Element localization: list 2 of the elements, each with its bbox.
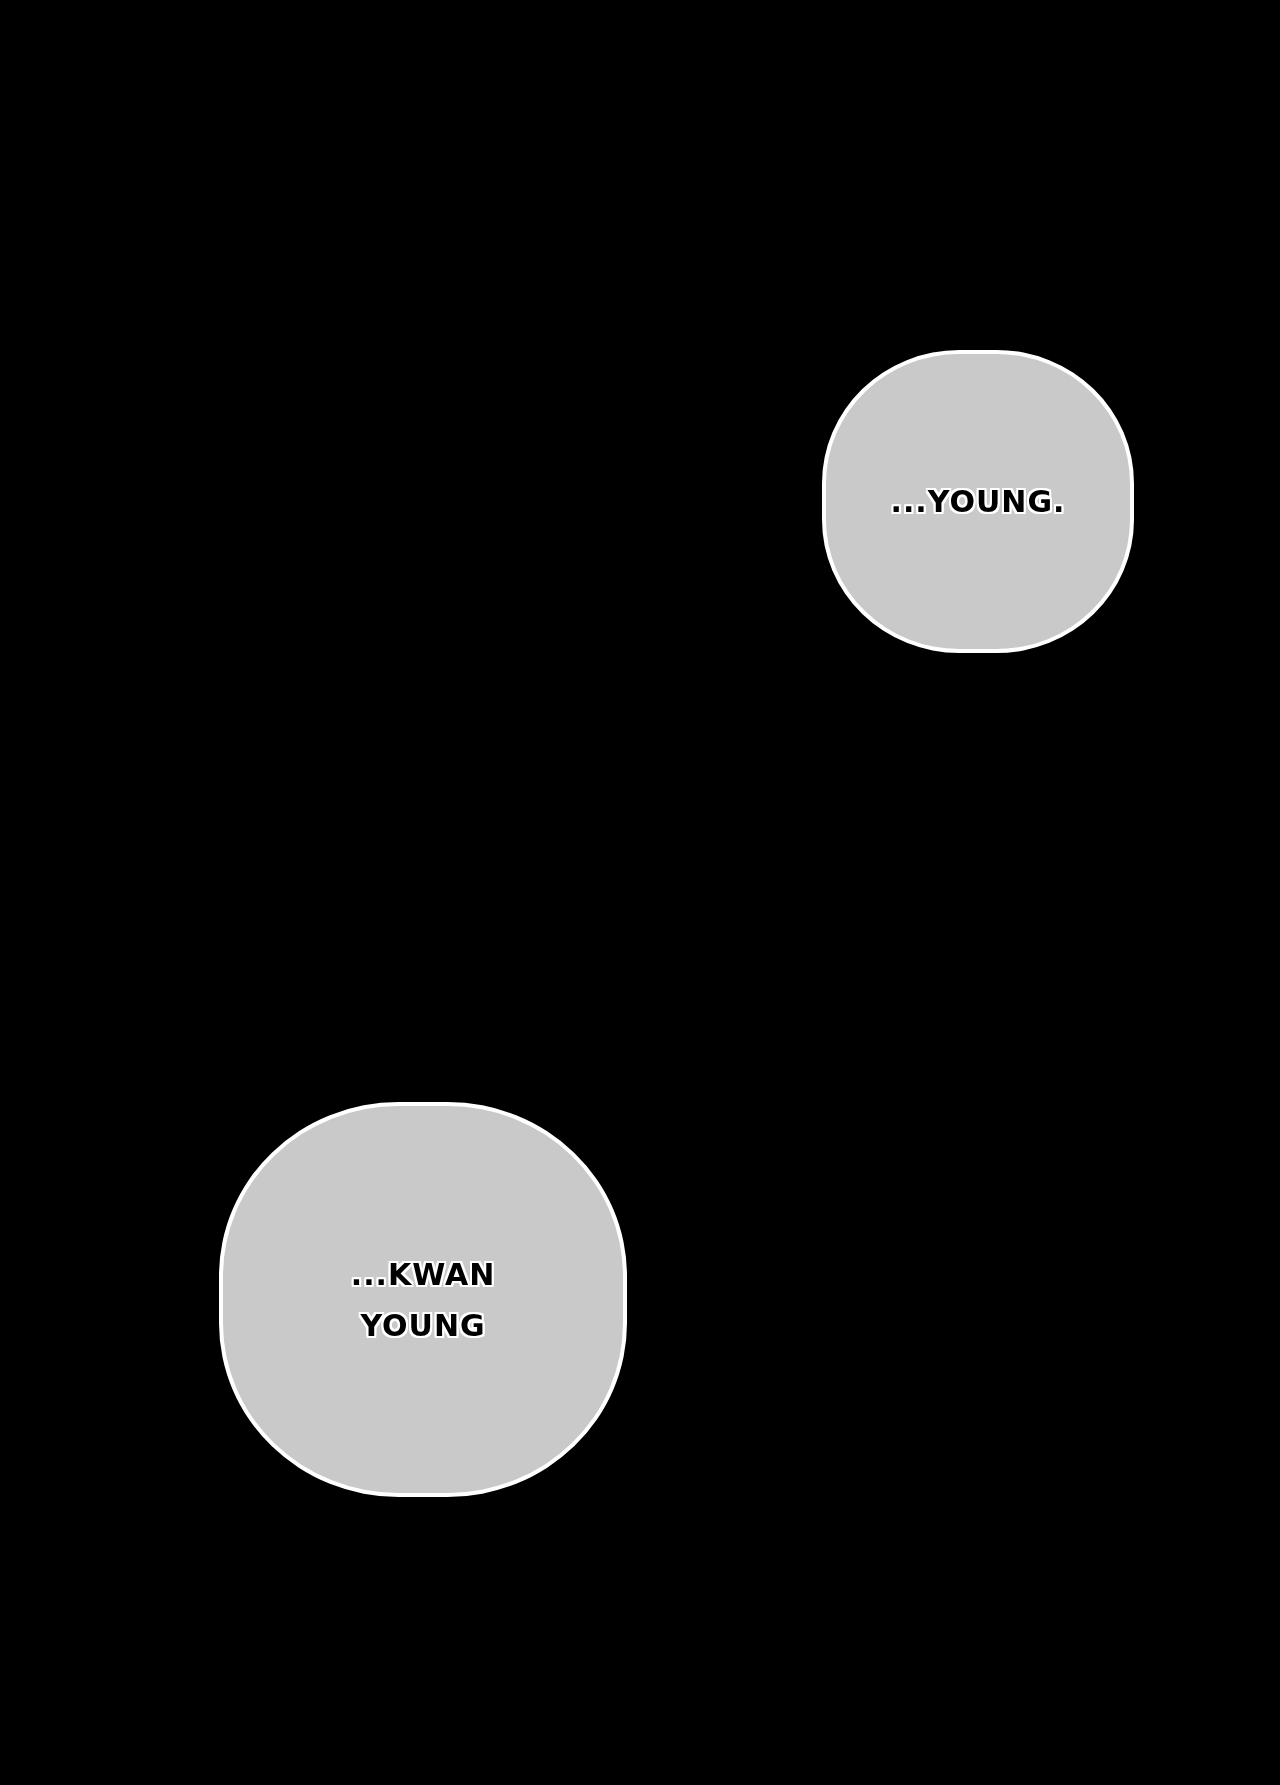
speech-text: ...YOUNG. — [890, 483, 1066, 521]
speech-text: ...KWAN YOUNG — [349, 1255, 497, 1345]
